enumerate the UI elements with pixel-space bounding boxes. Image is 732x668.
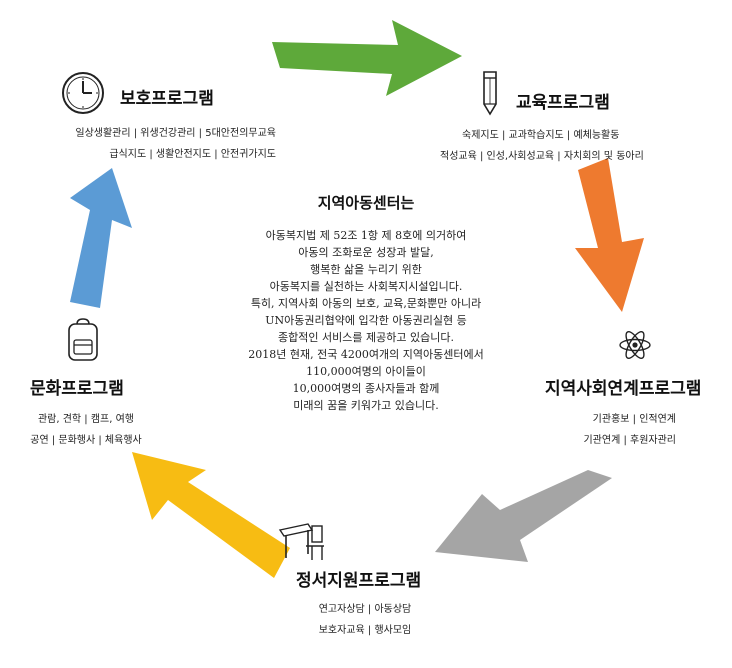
center-line: 아동복지를 실천하는 사회복지시설입니다. [269, 280, 463, 293]
desk-chair-icon [278, 520, 326, 566]
emotional-program-details: 연고자상담 | 아동상담 보호자교육 | 행사모임 [280, 600, 450, 636]
center-line: 종합적인 서비스를 제공하고 있습니다. [278, 331, 454, 344]
culture-line-1: 관람, 견학 | 캠프, 여행 [37, 414, 135, 425]
center-line: 110,000여명의 아이들이 [306, 365, 426, 378]
community-line-1: 기관홍보 | 인적연계 [592, 414, 676, 425]
protection-line-1: 일상생활관리 | 위생건강관리 | 5대안전의무교육 [75, 128, 276, 139]
protection-program-details: 일상생활관리 | 위생건강관리 | 5대안전의무교육 급식지도 | 생활안전지도… [75, 124, 276, 160]
center-line: 아동의 조화로운 성장과 발달, [298, 246, 434, 259]
education-line-1: 숙제지도 | 교과학습지도 | 예체능활동 [462, 130, 620, 141]
atom-icon [618, 328, 652, 366]
education-program-details: 숙제지도 | 교과학습지도 | 예체능활동 적성교육 | 인성,사회성교육 | … [440, 126, 644, 162]
green-arrow [272, 20, 462, 96]
protection-line-2: 급식지도 | 생활안전지도 | 안전귀가지도 [109, 149, 276, 160]
center-line: UN아동권리협약에 입각한 아동권리실현 등 [265, 314, 467, 327]
center-line: 행복한 삶을 누리기 위한 [310, 263, 422, 276]
emotional-line-2: 보호자교육 | 행사모임 [318, 625, 412, 636]
emotional-line-1: 연고자상담 | 아동상담 [318, 604, 412, 615]
gray-arrow [435, 470, 612, 562]
center-title: 지역아동센터는 [317, 194, 415, 212]
community-program-title: 지역사회연계프로그램 [545, 379, 702, 399]
community-program-details: 기관홍보 | 인적연계 기관연계 | 후원자관리 [583, 410, 676, 446]
culture-program-title: 문화프로그램 [30, 379, 124, 399]
education-program-title: 교육프로그램 [516, 93, 610, 113]
orange-arrow [575, 158, 644, 312]
center-line: 특히, 지역사회 아동의 보호, 교육,문화뿐만 아니라 [250, 297, 482, 310]
education-line-2: 적성교육 | 인성,사회성교육 | 자치회의 및 동아리 [440, 151, 644, 162]
blue-arrow [70, 168, 132, 308]
clock-icon [60, 70, 106, 120]
center-line: 미래의 꿈을 키워가고 있습니다. [293, 399, 439, 412]
backpack-icon [66, 318, 100, 366]
protection-program-title: 보호프로그램 [120, 89, 214, 109]
center-line: 10,000여명의 종사자들과 함께 [292, 382, 440, 395]
pencil-icon [478, 66, 502, 120]
culture-program-details: 관람, 견학 | 캠프, 여행 공연 | 문화행사 | 체육행사 [24, 410, 148, 446]
emotional-program-title: 정서지원프로그램 [296, 571, 422, 591]
yellow-arrow [132, 452, 290, 578]
culture-line-2: 공연 | 문화행사 | 체육행사 [30, 435, 142, 446]
community-line-2: 기관연계 | 후원자관리 [583, 435, 676, 446]
center-line: 2018년 현재, 전국 4200여개의 지역아동센터에서 [248, 348, 484, 361]
center-line: 아동복지법 제 52조 1항 제 8호에 의거하여 [265, 229, 467, 242]
